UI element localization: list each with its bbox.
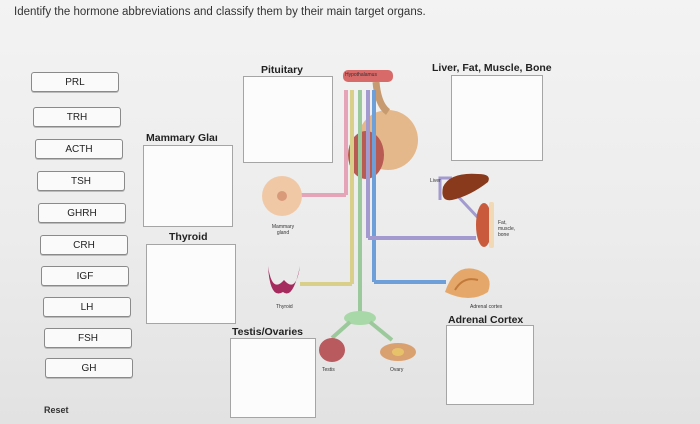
path-green-testis — [330, 320, 352, 340]
testis-shape — [319, 338, 345, 362]
drop-zone-testis-ovaries[interactable] — [230, 338, 316, 418]
drop-zone-liver-fat-muscle-bone[interactable] — [451, 75, 543, 161]
drop-zone-thyroid[interactable] — [146, 244, 236, 324]
hormone-chip-crh[interactable]: CRH — [40, 235, 128, 255]
label-pituitary: Pituitary — [261, 64, 304, 76]
ovary-follicle-shape — [392, 348, 404, 356]
hormone-chip-trh[interactable]: TRH — [33, 107, 121, 127]
hormone-chip-gh[interactable]: GH — [45, 358, 133, 378]
diagram-label-mammary-gland: Mammary gland — [271, 224, 295, 236]
adrenal-cortex-shape — [445, 268, 490, 298]
hormone-chip-prl[interactable]: PRL — [31, 72, 119, 92]
label-mammary: Mammary Glaı — [146, 132, 218, 144]
gonad-junction-shape — [344, 311, 376, 325]
diagram-label-fat-muscle-bone: Fat, muscle, bone — [498, 220, 516, 238]
hormone-chip-ghrh[interactable]: GHRH — [38, 203, 126, 223]
muscle-shape — [476, 203, 492, 247]
drop-zone-adrenal-cortex[interactable] — [446, 325, 534, 405]
hormone-chip-fsh[interactable]: FSH — [44, 328, 132, 348]
diagram-label-ovary: Ovary — [390, 367, 404, 373]
label-liver-fat-muscle-bone: Liver, Fat, Muscle, Bone — [432, 62, 552, 74]
diagram-label-liver: Liver — [430, 178, 441, 184]
reset-button[interactable]: Reset — [44, 405, 69, 415]
hormone-chip-acth[interactable]: ACTH — [35, 139, 123, 159]
path-liver-connector — [438, 176, 452, 200]
thyroid-shape — [268, 266, 300, 294]
pituitary-stalk-shape — [372, 81, 391, 115]
label-thyroid: Thyroid — [169, 231, 208, 243]
diagram-label-testis: Testis — [322, 367, 335, 373]
hormone-chip-tsh[interactable]: TSH — [37, 171, 125, 191]
label-testis-ovaries: Testis/Ovaries — [232, 326, 304, 338]
diagram-label-hypothalamus: Hypothalamus — [345, 72, 377, 78]
liver-shape — [442, 173, 489, 201]
diagram-label-adrenal-cortex: Adrenal cortex — [470, 304, 503, 310]
hormone-chip-lh[interactable]: LH — [43, 297, 131, 317]
adrenal-inner-shape — [454, 278, 479, 291]
hypothalamus-shape — [343, 70, 393, 82]
label-adrenal-cortex: Adrenal Cortex — [448, 314, 524, 326]
instruction-text: Identify the hormone abbreviations and c… — [14, 6, 426, 18]
bone-shape — [489, 202, 494, 248]
diagram-label-thyroid: Thyroid — [276, 304, 293, 310]
hormone-chip-igf[interactable]: IGF — [41, 266, 129, 286]
path-green-ovary — [368, 320, 394, 342]
drop-zone-mammary[interactable] — [143, 145, 233, 227]
mammary-nipple-shape — [277, 191, 287, 201]
drop-zone-pituitary[interactable] — [243, 76, 333, 163]
